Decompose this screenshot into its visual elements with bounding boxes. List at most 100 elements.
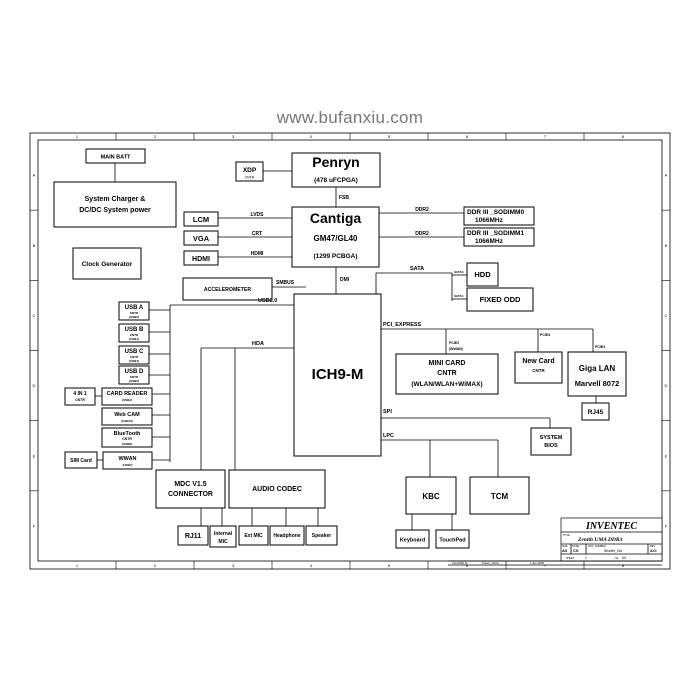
column-marker: 3 bbox=[232, 563, 235, 568]
row-marker: F bbox=[665, 523, 668, 528]
gigalan-label-2: Marvell 8072 bbox=[575, 379, 620, 388]
headphone-box bbox=[269, 525, 305, 546]
minicard-box bbox=[395, 353, 499, 395]
bios-label-2: BIOS bbox=[544, 443, 558, 449]
spi-label: SPI bbox=[383, 409, 392, 415]
tcm-label: TCM bbox=[491, 492, 509, 501]
usb20-label: USB2.0 bbox=[258, 298, 277, 304]
usb-a-cntr: CNTR bbox=[130, 311, 139, 315]
dimm1-box bbox=[463, 227, 535, 247]
charger-label-1: System Charger & bbox=[85, 196, 146, 203]
project-title: Zenith UMA DDR3 bbox=[577, 537, 623, 543]
bluetooth-box bbox=[101, 427, 153, 448]
usb-b-label: USB B bbox=[125, 327, 144, 333]
internal-mic-label-2: MIC bbox=[218, 539, 228, 545]
dimm0-box bbox=[463, 206, 535, 226]
size-label: SIZE bbox=[562, 545, 568, 548]
mdc-label-1: MDC V1.5 bbox=[174, 481, 206, 488]
newcard-label: New Card bbox=[522, 358, 554, 365]
card-reader-box bbox=[101, 387, 153, 406]
rj11-label: RJ11 bbox=[185, 533, 201, 540]
usb-c-port: (USB4) bbox=[129, 359, 139, 363]
main-batt-label: MAIN BATT bbox=[101, 155, 131, 161]
usb-c-cntr: CNTR bbox=[130, 355, 139, 359]
odd-label: FIXED ODD bbox=[480, 295, 521, 304]
vga-box bbox=[183, 230, 219, 246]
ddr2-top-label: DDR2 bbox=[415, 207, 429, 213]
newcard-box bbox=[514, 351, 563, 384]
column-marker: 8 bbox=[622, 563, 625, 568]
rj11-box bbox=[177, 525, 209, 546]
usb-b-box bbox=[118, 323, 150, 343]
webcam-port: (USB10) bbox=[121, 419, 133, 423]
column-marker: 6 bbox=[466, 134, 469, 139]
watermark-text: www.bufanxiu.com bbox=[276, 108, 424, 127]
footer-change-by: CHANGE by bbox=[452, 561, 468, 565]
webcam-box bbox=[101, 407, 153, 426]
audio-codec-box bbox=[228, 469, 326, 509]
ddr2-bottom-label: DDR2 bbox=[415, 231, 429, 237]
row-marker: A bbox=[33, 173, 36, 178]
wwan-label: WWAN bbox=[118, 456, 136, 462]
penryn-label: Penryn bbox=[312, 154, 359, 170]
row-marker: F bbox=[33, 523, 36, 528]
footer-power-name: Power_Name bbox=[482, 561, 499, 565]
dimm1-label-1: DDR III _SODIMM1 bbox=[467, 230, 524, 237]
row-marker: C bbox=[33, 313, 36, 318]
row-marker: A bbox=[665, 173, 668, 178]
dmi-label: DMI bbox=[340, 277, 350, 283]
touchpad-box bbox=[435, 529, 470, 549]
of-value: 64 bbox=[622, 556, 626, 560]
kbc-box bbox=[405, 476, 457, 515]
penryn-sub-label: (478 uFCPGA) bbox=[314, 177, 358, 184]
pci-express-label: PCI_EXPRESS bbox=[383, 322, 422, 328]
hdd-box bbox=[466, 262, 499, 287]
main-batt-box bbox=[85, 148, 146, 164]
lvds-label: LVDS bbox=[251, 212, 265, 218]
mdc-label-2: CONNECTOR bbox=[168, 491, 213, 498]
column-marker: 3 bbox=[232, 134, 235, 139]
rj45-box bbox=[581, 402, 610, 421]
row-marker: B bbox=[33, 243, 36, 248]
hdmi-box bbox=[183, 250, 219, 266]
lcm-label: LCM bbox=[193, 215, 209, 224]
row-marker: B bbox=[665, 243, 668, 248]
pcie4-label: PCIE4 bbox=[595, 345, 605, 349]
gigalan-label-1: Giga LAN bbox=[579, 364, 616, 373]
bluetooth-cntr: CNTR bbox=[122, 437, 132, 441]
minicard-label-3: (WLAN/WLAN+WiMAX) bbox=[411, 381, 482, 388]
doc-number-label: DOC. NUMBER bbox=[588, 545, 606, 548]
cantiga-label: Cantiga bbox=[310, 210, 362, 226]
usb-a-label: USB A bbox=[125, 305, 144, 311]
dimm1-label-2: 1066MHz bbox=[475, 238, 504, 245]
rev-value: AX1 bbox=[650, 549, 657, 553]
tcm-box bbox=[469, 476, 530, 515]
webcam-label: Web CAM bbox=[114, 412, 140, 418]
minicard-label-2: CNTR bbox=[437, 370, 456, 377]
lpc-label: LPC bbox=[383, 433, 394, 439]
usb-a-port: (USB0) bbox=[129, 315, 139, 319]
touchpad-label: TouchPad bbox=[439, 538, 465, 544]
components bbox=[53, 148, 627, 549]
column-marker: 4 bbox=[310, 134, 313, 139]
wwan-box bbox=[102, 451, 153, 470]
cantiga-sub-label-2: (1299 PCBGA) bbox=[313, 253, 357, 260]
sim-card-box bbox=[64, 451, 98, 469]
smbus-label: SMBUS bbox=[276, 280, 295, 286]
footer-date: 1-Apr-2009 bbox=[530, 561, 544, 565]
model-value: Model_No bbox=[604, 548, 623, 553]
kbc-label: KBC bbox=[422, 492, 440, 501]
column-marker: 8 bbox=[622, 134, 625, 139]
title-small: TITLE bbox=[563, 534, 570, 537]
charger-box bbox=[53, 181, 177, 228]
keyboard-box bbox=[395, 529, 430, 549]
speaker-box bbox=[305, 525, 338, 546]
four-in-one-label-2: CNTR bbox=[75, 398, 85, 402]
clock-generator-box bbox=[72, 247, 142, 280]
xdp-sub-label: CNTR bbox=[245, 176, 255, 180]
size-value: A3 bbox=[562, 548, 568, 553]
sata-label: SATA bbox=[410, 266, 424, 272]
four-in-one-label-1: 4 IN 1 bbox=[73, 391, 87, 397]
